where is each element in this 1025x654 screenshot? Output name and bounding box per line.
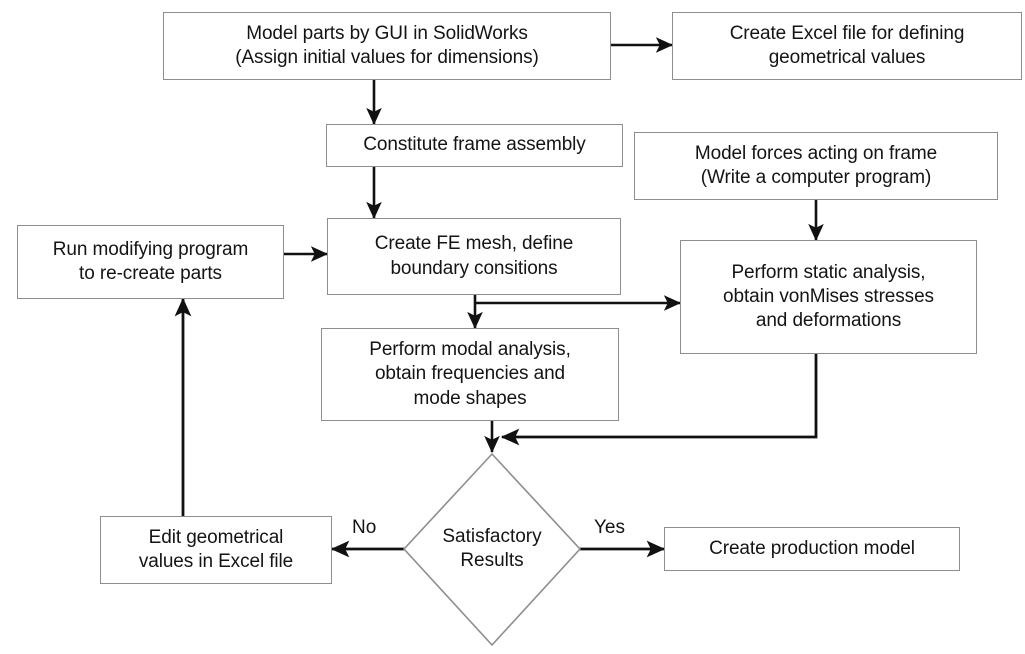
node-constitute-frame[interactable]: Constitute frame assembly [326,124,623,167]
node-edit-geometrical[interactable]: Edit geometrical values in Excel file [100,516,332,584]
node-satisfactory-results[interactable]: Satisfactory Results [442,525,542,571]
edge-label-yes: Yes [594,517,625,538]
node-model-forces[interactable]: Model forces acting on frame (Write a co… [634,132,998,200]
node-model-parts[interactable]: Model parts by GUI in SolidWorks (Assign… [163,12,611,80]
node-production-model[interactable]: Create production model [664,527,960,571]
decision-diamond-shape [402,452,582,647]
node-create-excel[interactable]: Create Excel file for defining geometric… [672,12,1022,80]
edge-label-no: No [352,517,377,538]
node-create-fe-mesh[interactable]: Create FE mesh, define boundary consitio… [327,218,621,295]
node-modal-analysis[interactable]: Perform modal analysis, obtain frequenci… [321,328,619,421]
node-static-analysis[interactable]: Perform static analysis, obtain vonMises… [680,240,977,354]
node-run-modifying[interactable]: Run modifying program to re-create parts [17,225,284,299]
